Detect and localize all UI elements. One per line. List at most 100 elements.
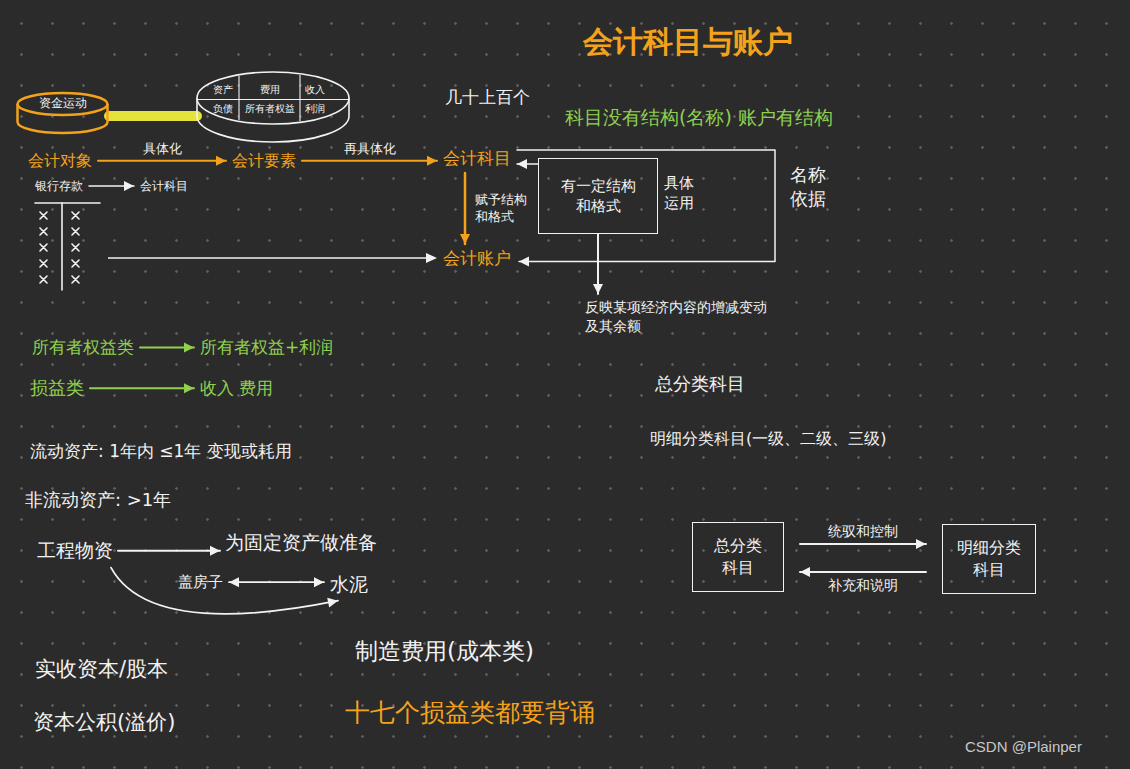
edge-label: 补充和说明 [826, 576, 900, 595]
note-text: 会计科目 [140, 178, 188, 194]
note-text: 盖房子 [178, 572, 223, 592]
connector-line [517, 150, 775, 261]
arrow-head [460, 234, 470, 244]
arrow-head [519, 256, 529, 266]
pie-divider [238, 76, 239, 120]
connector-line [98, 160, 226, 162]
note-text: 工程物资 [37, 538, 113, 564]
long-arrow-line [108, 257, 428, 259]
connector-line [109, 111, 197, 121]
node-text: 费用 [260, 84, 280, 96]
t-account [35, 203, 100, 290]
title: 会计科目与账户 [583, 22, 793, 63]
category-text: 所有者权益类 [32, 336, 134, 359]
arrow-head [184, 383, 194, 393]
node-text: 所有者权益类 [32, 336, 134, 359]
connector [229, 577, 324, 587]
connector-line [800, 571, 926, 573]
highlight-note: 十七个损益类都要背诵 [345, 696, 595, 730]
category-text: 收入 费用 [200, 377, 273, 400]
note-text: 实收资本/股本 [35, 655, 168, 683]
note-text: 具体运用 [664, 173, 696, 214]
edge-label: 赋予结构和格式 [473, 191, 529, 226]
node-text: 收入 [305, 84, 325, 96]
concept-text: 会计账户 [443, 247, 511, 270]
node-text: 负债 [213, 103, 233, 115]
t-account-stem [61, 203, 63, 290]
edge-label: 统驭和控制 [826, 522, 900, 541]
note-text: 名称 依据 [790, 163, 830, 212]
note-text: 资本公积(溢价) [33, 708, 175, 736]
pie-side [197, 98, 349, 142]
arrow-head [184, 342, 194, 352]
cylinder-top [18, 93, 108, 115]
edge-label: 具体化 [141, 140, 184, 158]
pie-cylinder: 费用收入利润资产负债所有者权益 [195, 70, 351, 146]
connector [517, 159, 538, 169]
node-text: 银行存款 [35, 178, 83, 194]
connector [90, 383, 194, 393]
note-text: 科目没有结构(名称) 账户有结构 [565, 105, 833, 131]
category-text: 损益类 [30, 376, 84, 400]
arrow-head [124, 181, 134, 191]
arrow-head [426, 253, 437, 263]
node-text: 工程物资 [37, 538, 113, 564]
connector-line [464, 173, 467, 244]
connector-line [118, 550, 220, 552]
cross-marks [40, 212, 47, 283]
note-text: 几十上百个 [445, 86, 530, 109]
connector [89, 181, 134, 191]
cross-marks [72, 212, 79, 283]
connector [140, 342, 194, 352]
connector-line [111, 568, 338, 614]
note-text: 银行存款 [35, 178, 83, 194]
concept-text: 会计对象 [28, 150, 92, 172]
connector [118, 546, 220, 556]
node-text: 资金运动 [39, 96, 87, 110]
edge-label: 再具体化 [342, 140, 398, 158]
category-text: 所有者权益+利润 [200, 336, 333, 359]
node-text: 损益类 [30, 376, 84, 400]
connector [111, 568, 338, 614]
arrow-head [229, 577, 239, 587]
process-box: 有一定结构和格式 [538, 158, 658, 234]
node-text: 会计科目 [140, 178, 188, 194]
connector [109, 116, 197, 117]
arrow-head [517, 159, 527, 169]
node-text: 明细分类科目 [955, 537, 1022, 580]
arrow-head [314, 577, 324, 587]
note-text: 总分类科目 [655, 372, 745, 396]
node-text: 有一定结构和格式 [560, 176, 636, 217]
node-text: 收入 费用 [200, 377, 273, 400]
note-text: 明细分类科目(一级、二级、三级) [650, 428, 886, 450]
note-text: 反映某项经济内容的增减变动及其余额 [585, 298, 775, 336]
concept-text: 会计要素 [232, 150, 296, 172]
arrow-head [210, 546, 220, 556]
note-text: 水泥 [330, 572, 368, 598]
note-text: 非流动资产: >1年 [25, 488, 171, 512]
note-text: 制造费用(成本类) [355, 636, 534, 667]
connector-line [90, 387, 194, 389]
node-text: 资产 [213, 84, 233, 96]
connector [517, 150, 775, 266]
pie-divider [299, 75, 300, 121]
connector [460, 173, 470, 244]
note-text: 为固定资产做准备 [225, 530, 377, 556]
node-text: 会计科目 [443, 147, 511, 170]
node-text: 所有者权益+利润 [200, 336, 333, 359]
account-box: 总分类科目 [692, 522, 784, 592]
node-text: 盖房子 [178, 572, 223, 592]
watermark: CSDN @Plainper [965, 737, 1082, 757]
connector-line [302, 160, 437, 162]
node-text: 总分类科目 [712, 535, 763, 578]
node-text: 为固定资产做准备 [225, 530, 377, 556]
node-text: 反映某项经济内容的增减变动及其余额 [585, 298, 775, 336]
arrow-head [216, 156, 226, 166]
node-text: 水泥 [330, 572, 368, 598]
arrow-head [593, 284, 603, 294]
connector-line [800, 543, 926, 545]
note-text: 流动资产: 1年内 ≤1年 变现或耗用 [30, 440, 292, 463]
pie-top [197, 72, 349, 124]
arrow-head [800, 567, 810, 577]
